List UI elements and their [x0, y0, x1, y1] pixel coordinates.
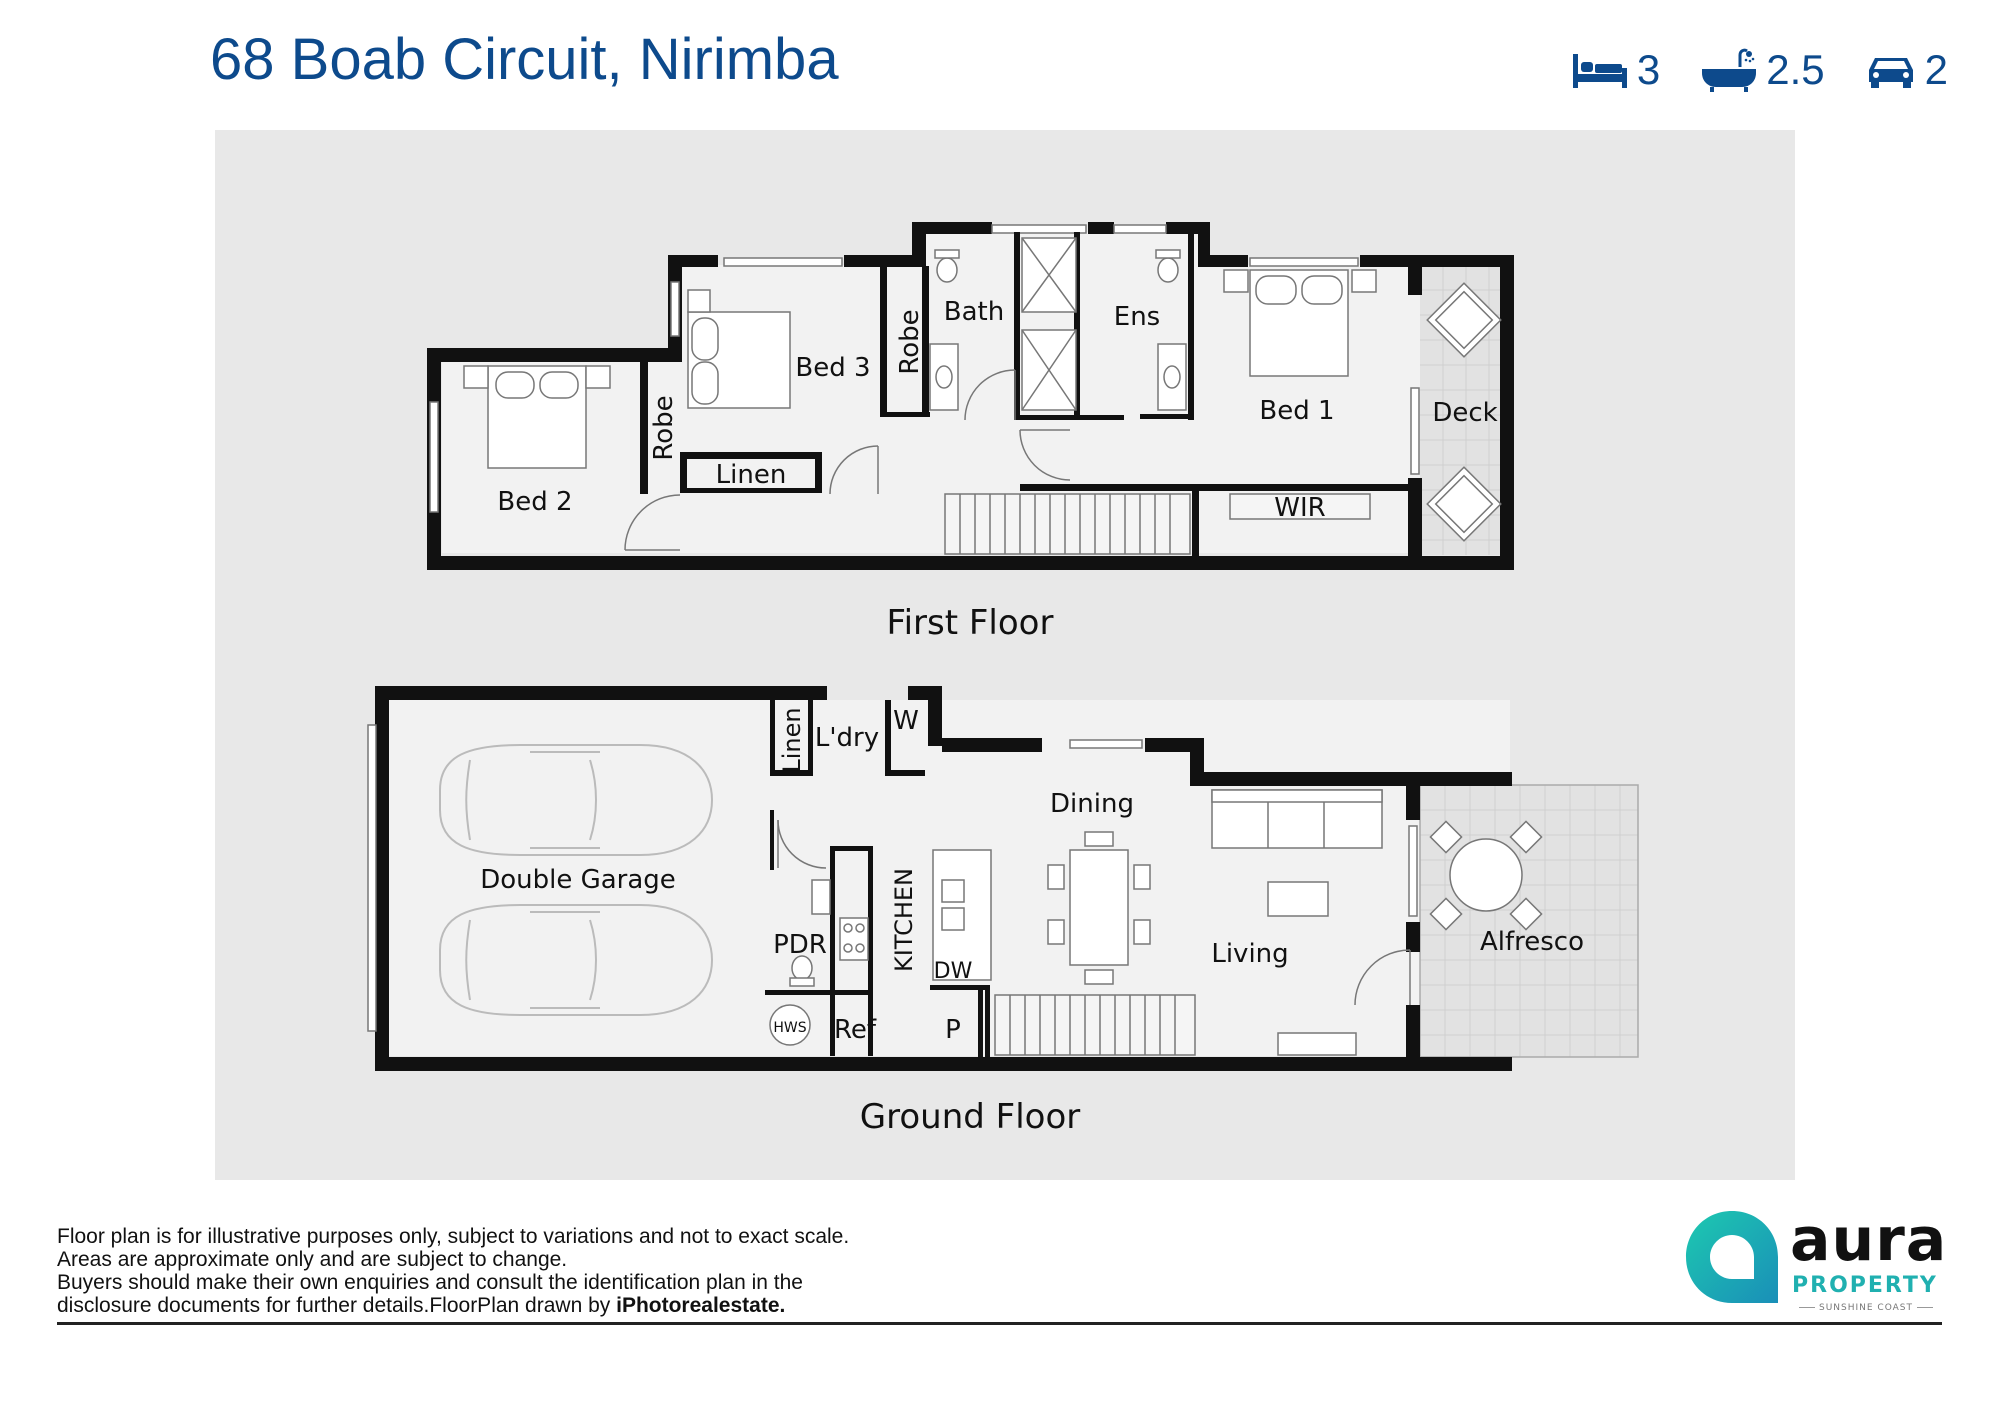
label-living: Living: [1211, 939, 1288, 969]
label-double-garage: Double Garage: [480, 865, 676, 895]
logo-subtitle: PROPERTY: [1792, 1273, 1938, 1298]
label-ref: Ref: [834, 1015, 877, 1045]
floorplan-credit: iPhotorealestate.: [616, 1294, 786, 1317]
disclaimer-line-2: Areas are approximate only and are subje…: [57, 1248, 568, 1271]
logo-tagline: SUNSHINE COAST: [1790, 1303, 1942, 1313]
label-ens: Ens: [1114, 302, 1160, 332]
label-wc: W: [893, 706, 919, 736]
label-kitchen: KITCHEN: [890, 868, 918, 972]
bathrooms-count: 2.5: [1766, 46, 1825, 93]
disclaimer-line-4-text: disclosure documents for further details…: [57, 1294, 611, 1317]
label-laundry: L'dry: [815, 723, 879, 753]
label-pantry: P: [945, 1015, 961, 1045]
disclaimer: Floor plan is for illustrative purposes …: [57, 1225, 849, 1317]
parking-count: 2: [1924, 46, 1948, 93]
car-icon: [1868, 58, 1913, 88]
label-linen-upper: Linen: [716, 460, 787, 490]
bathrooms-stat: 2.5: [1700, 46, 1825, 94]
label-dining: Dining: [1050, 789, 1134, 819]
bedrooms-count: 3: [1636, 46, 1661, 93]
label-linen-lower: Linen: [778, 707, 806, 772]
bed-icon: [1572, 54, 1627, 88]
label-dw: DW: [934, 959, 973, 984]
label-alfresco: Alfresco: [1480, 927, 1584, 957]
aura-property-logo: aura PROPERTY SUNSHINE COAST: [1680, 1205, 1946, 1315]
logo-wordmark: aura: [1790, 1205, 1948, 1275]
label-deck: Deck: [1432, 398, 1497, 428]
disclaimer-line-1: Floor plan is for illustrative purposes …: [57, 1225, 850, 1248]
label-bath: Bath: [944, 297, 1004, 327]
parking-stat: 2: [1865, 46, 1948, 94]
label-hws: HWS: [773, 1020, 806, 1036]
property-address: 68 Boab Circuit, Nirimba: [210, 27, 839, 92]
label-bed1: Bed 1: [1259, 396, 1334, 426]
footer-divider: [57, 1322, 1942, 1325]
label-robe-left: Robe: [649, 395, 679, 460]
first-floor-plan: Bed 2 Robe Bed 3 Linen Robe Bath Ens Bed…: [427, 222, 1514, 643]
aura-logo-mark-icon: [1686, 1211, 1778, 1303]
disclaimer-line-3: Buyers should make their own enquiries a…: [57, 1271, 803, 1294]
ground-floor-plan: Double Garage Linen L'dry W Dining KITCH…: [367, 686, 1639, 1137]
car-top: [439, 744, 714, 856]
label-bed2: Bed 2: [497, 487, 572, 517]
label-wir: WIR: [1274, 493, 1325, 523]
property-stats: 3 2.5 2: [1537, 40, 1948, 100]
bedrooms-stat: 3: [1571, 46, 1660, 94]
label-pdr: PDR: [773, 930, 827, 960]
bath-icon: [1702, 48, 1757, 92]
first-floor-label: First Floor: [887, 603, 1054, 643]
label-robe-mid: Robe: [895, 309, 925, 374]
disclaimer-line-4: disclosure documents for further details…: [57, 1294, 849, 1317]
ground-floor-label: Ground Floor: [860, 1097, 1080, 1137]
car-bottom: [439, 904, 714, 1016]
label-bed3: Bed 3: [795, 353, 870, 383]
